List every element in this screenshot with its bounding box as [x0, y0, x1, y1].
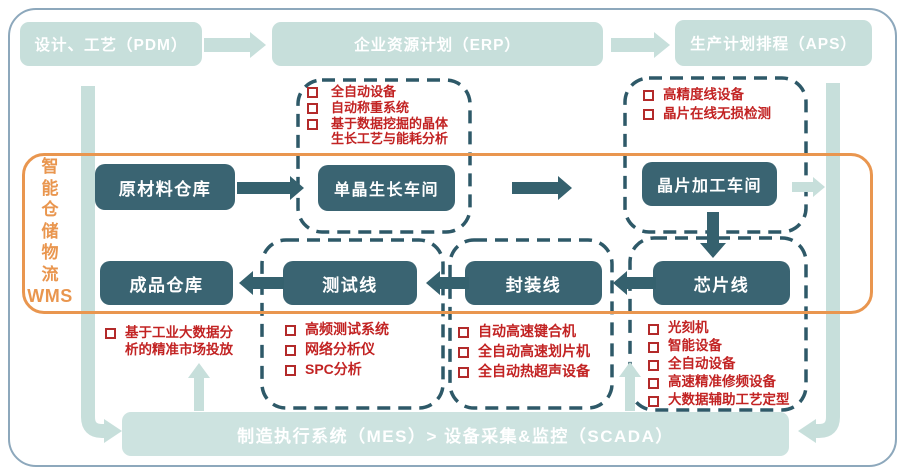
- list-item: 全自动设备: [648, 357, 798, 371]
- dashed-box-crystal-growth: [296, 78, 472, 234]
- list-item: 智能设备: [648, 339, 798, 353]
- list-item: 自动称重系统: [307, 100, 467, 115]
- feature-text: 智能设备: [668, 338, 722, 353]
- dashed-box-test-line: [260, 238, 445, 410]
- erp-box: 企业资源计划（ERP）: [272, 22, 603, 66]
- list-item: 全自动高速划片机: [458, 344, 608, 358]
- feature-text: 自动高速键合机: [478, 323, 576, 339]
- square-bullet-icon: [648, 342, 659, 353]
- list-item: 晶片在线无损检测: [643, 106, 803, 122]
- square-bullet-icon: [648, 324, 659, 335]
- feature-text: 基于数据挖掘的晶体生长工艺与能耗分析: [331, 116, 449, 146]
- crystal-growth-feature-list: 全自动设备 自动称重系统 基于数据挖掘的晶体生长工艺与能耗分析: [307, 84, 467, 147]
- list-item: 基于数据挖掘的晶体生长工艺与能耗分析: [307, 116, 467, 146]
- feature-text: 全自动设备: [331, 84, 397, 99]
- arrow-packaging-to-test: [426, 271, 469, 295]
- arrow-raw-to-crystal: [237, 176, 304, 200]
- list-item: 高频测试系统: [285, 322, 435, 336]
- dashed-box-packaging-line: [448, 238, 614, 410]
- crystal-growth-box: 单晶生长车间: [318, 165, 455, 211]
- square-bullet-icon: [643, 90, 654, 101]
- square-bullet-icon: [307, 103, 318, 114]
- feature-text: 高速精准修频设备: [668, 374, 776, 389]
- list-item: 高速精准修频设备: [648, 375, 798, 389]
- feature-text: 晶片在线无损检测: [663, 106, 771, 121]
- feature-text: 光刻机: [668, 320, 709, 335]
- feature-text: SPC分析: [305, 361, 362, 377]
- wms-left-bus-arrowhead: [104, 419, 122, 443]
- feature-text: 大数据辅助工艺定型: [668, 392, 790, 407]
- list-item: 全自动设备: [307, 84, 467, 99]
- square-bullet-icon: [307, 87, 318, 98]
- packaging-line-feature-list: 自动高速键合机 全自动高速划片机 全自动热超声设备: [458, 324, 608, 384]
- square-bullet-icon: [307, 119, 318, 130]
- square-bullet-icon: [285, 345, 296, 356]
- raw-material-box: 原材料仓库: [95, 164, 235, 210]
- wafer-processing-box: 晶片加工车间: [642, 162, 777, 206]
- arrow-test-to-finished: [239, 271, 284, 295]
- list-item: SPC分析: [285, 362, 435, 376]
- wms-left-bus-line: [81, 86, 104, 438]
- pdm-box: 设计、工艺（PDM）: [20, 22, 202, 66]
- wms-zone-label-en: WMS: [27, 286, 73, 306]
- arrow-erp-to-aps: [611, 32, 670, 58]
- square-bullet-icon: [648, 396, 659, 407]
- feature-text: 网络分析仪: [305, 341, 375, 357]
- list-item: 自动高速键合机: [458, 324, 608, 338]
- wms-zone-label: 智能仓储物流 WMS: [26, 156, 74, 306]
- chip-line-feature-list: 光刻机 智能设备 全自动设备 高速精准修频设备 大数据辅助工艺定型: [648, 321, 798, 411]
- wms-zone-label-cn: 智能仓储物流: [41, 157, 59, 284]
- packaging-line-box: 封装线: [465, 261, 602, 305]
- arrow-wafer-to-chip: [700, 212, 726, 258]
- square-bullet-icon: [285, 325, 296, 336]
- arrow-wafer-to-right-bus: [792, 177, 825, 197]
- list-item: 基于工业大数据分析的精准市场投放: [105, 325, 245, 358]
- test-line-feature-list: 高频测试系统 网络分析仪 SPC分析: [285, 322, 435, 382]
- list-item: 光刻机: [648, 321, 798, 335]
- square-bullet-icon: [643, 109, 654, 120]
- arrow-mes-up-middle: [619, 362, 641, 411]
- square-bullet-icon: [458, 327, 469, 338]
- finished-goods-feature-list: 基于工业大数据分析的精准市场投放: [105, 325, 245, 358]
- arrow-chip-to-packaging: [613, 271, 656, 295]
- finished-goods-box: 成品仓库: [100, 261, 233, 305]
- feature-text: 基于工业大数据分析的精准市场投放: [125, 325, 233, 357]
- list-item: 网络分析仪: [285, 342, 435, 356]
- list-item: 全自动热超声设备: [458, 364, 608, 378]
- square-bullet-icon: [458, 367, 469, 378]
- mes-scada-bar: 制造执行系统（MES）> 设备采集&监控（SCADA）: [122, 412, 789, 456]
- square-bullet-icon: [648, 360, 659, 371]
- list-item: 大数据辅助工艺定型: [648, 393, 798, 407]
- arrow-mes-up-left: [188, 363, 210, 411]
- feature-text: 全自动设备: [668, 356, 736, 371]
- feature-text: 全自动高速划片机: [478, 343, 590, 359]
- wafer-processing-feature-list: 高精度线设备 晶片在线无损检测: [643, 87, 803, 125]
- test-line-box: 测试线: [283, 261, 417, 305]
- aps-box: 生产计划排程（APS）: [675, 20, 872, 66]
- feature-text: 高频测试系统: [305, 321, 389, 337]
- square-bullet-icon: [105, 328, 116, 339]
- feature-text: 高精度线设备: [663, 87, 744, 102]
- square-bullet-icon: [648, 378, 659, 389]
- scada-right-bus-arrowhead: [798, 419, 816, 443]
- wms-zone-border: [22, 153, 873, 314]
- arrow-crystal-to-wafer: [512, 176, 572, 200]
- diagram-outer-border: [8, 8, 897, 467]
- arrow-pdm-to-erp: [204, 32, 266, 58]
- square-bullet-icon: [458, 347, 469, 358]
- square-bullet-icon: [285, 365, 296, 376]
- feature-text: 全自动热超声设备: [478, 363, 590, 379]
- scada-right-bus-line: [816, 83, 840, 438]
- list-item: 高精度线设备: [643, 87, 803, 103]
- feature-text: 自动称重系统: [331, 100, 410, 115]
- chip-line-box: 芯片线: [653, 261, 790, 305]
